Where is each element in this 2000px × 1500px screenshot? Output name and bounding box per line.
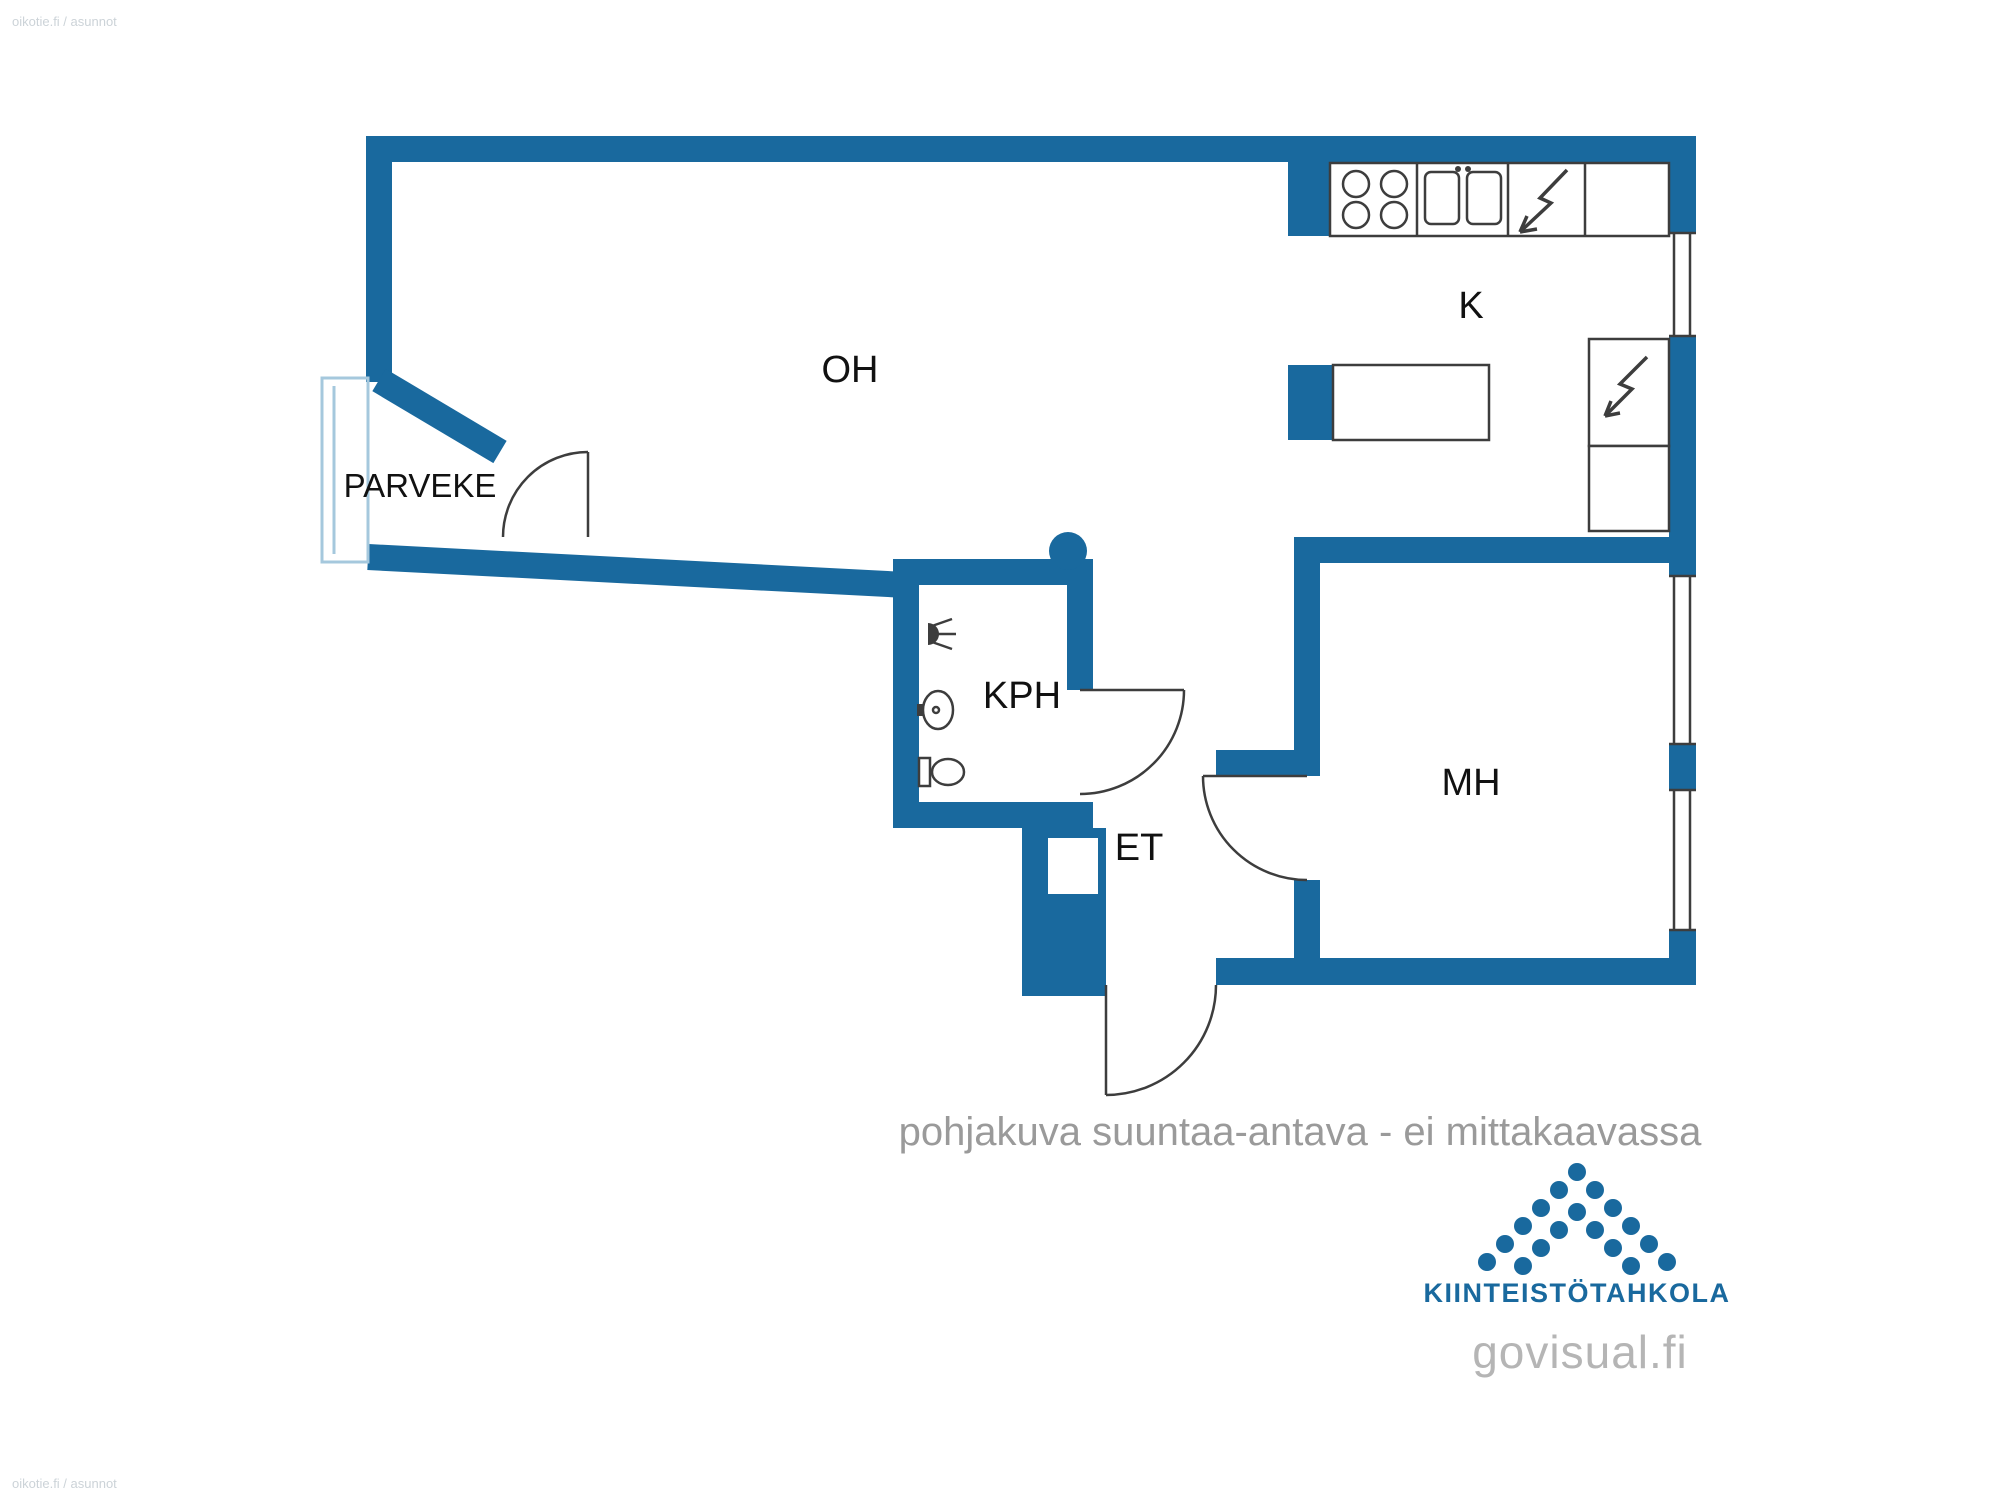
watermark-top-left: oikotie.fi / asunnot (12, 14, 117, 29)
entrance-door-arc (1104, 984, 1218, 1097)
logo-chevron-icon (1478, 1163, 1676, 1275)
kitchen-fixtures (1328, 161, 1671, 533)
room-label-hall: ET (1115, 827, 1164, 869)
wall-hall-stub (1216, 750, 1320, 776)
logo-company-name: KIINTEISTÖTAHKOLA (1424, 1278, 1731, 1308)
wall-bottom (1216, 958, 1696, 985)
walls (366, 136, 1696, 996)
wall-kitchen-bedroom (1294, 537, 1669, 563)
wall-bath-bottom (893, 802, 1093, 828)
window-icon (1669, 574, 1696, 746)
shower-icon (928, 617, 956, 651)
room-label-bathroom: KPH (983, 675, 1061, 717)
washbasin-icon (917, 689, 955, 731)
wall-bath-left (893, 559, 919, 828)
wall-diagonal-upper (372, 368, 507, 464)
wall-right-seg2 (1669, 336, 1696, 576)
room-label-balcony: PARVEKE (344, 467, 497, 504)
stove-icon (1341, 169, 1409, 230)
blue-dot-marker (1049, 532, 1087, 570)
wall-hall-bedroom-upper (1294, 537, 1320, 776)
wall-kitchen-stub (1288, 162, 1330, 236)
kiinteistotahkola-logo: KIINTEISTÖTAHKOLA (1424, 1163, 1731, 1308)
wall-right-seg1 (1669, 136, 1696, 233)
windows (1669, 231, 1696, 932)
disclaimer-text: pohjakuva suuntaa-antava - ei mittakaava… (899, 1110, 1702, 1154)
balcony-door-arc (501, 450, 590, 538)
wall-left-upper (366, 136, 392, 382)
balcony-railing (320, 376, 370, 564)
wall-bath-right (1067, 559, 1093, 690)
window-icon (1669, 788, 1696, 932)
bathroom-fixtures (917, 617, 966, 788)
lightning-icon (1603, 355, 1649, 418)
toilet-icon (917, 756, 966, 788)
window-icon (1669, 231, 1696, 338)
lightning-icon (1518, 168, 1569, 234)
wall-diagonal-lower (367, 544, 907, 598)
room-label-living: OH (822, 349, 879, 391)
room-labels: OH K PARVEKE KPH MH ET (344, 285, 1501, 869)
wall-top (366, 136, 1696, 162)
door-arcs (501, 450, 1308, 1097)
bedroom-door-arc (1201, 774, 1308, 882)
hall-closet-niche (1048, 838, 1098, 894)
appliance-cabinet (1587, 337, 1671, 533)
room-label-kitchen: K (1458, 285, 1483, 327)
kitchen-island (1331, 363, 1491, 442)
room-label-bedroom: MH (1441, 762, 1500, 804)
wall-right-seg3 (1669, 744, 1696, 790)
govisual-text: govisual.fi (1472, 1326, 1688, 1378)
wall-island-stub (1288, 365, 1333, 440)
bathroom-door-arc (1079, 688, 1186, 796)
sink-icon (1423, 166, 1503, 226)
wall-hall-bedroom-lower (1294, 880, 1320, 958)
watermark-bottom-left: oikotie.fi / asunnot (12, 1476, 117, 1491)
